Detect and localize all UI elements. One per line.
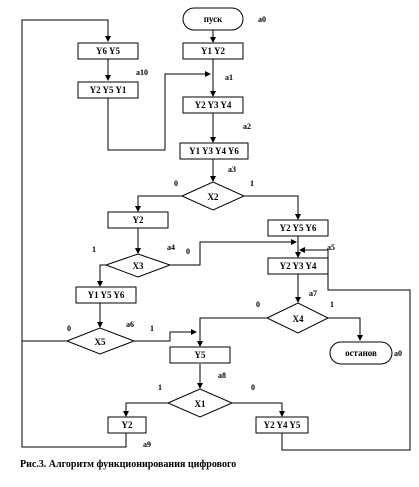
op-y1y2-text: Y1 Y2 (201, 46, 225, 56)
state-a9: a9 (143, 440, 151, 449)
op-y2y5y1-text: Y2 Y5 Y1 (90, 85, 127, 95)
x1-yes-label: 1 (158, 383, 162, 392)
op-y5-text: Y5 (195, 350, 206, 360)
connector-a9-loop (21, 341, 127, 448)
connector-x3-no (170, 239, 297, 266)
cond-x1 (166, 388, 234, 418)
op-y2y5y1 (77, 81, 139, 99)
x1-no-label: 0 (251, 383, 255, 392)
branch-labels: 0 1 1 0 0 1 0 1 1 0 (67, 179, 334, 392)
op-y2y3y4-mid-text: Y2 Y3 Y4 (280, 261, 317, 271)
op-y2-left (107, 211, 169, 229)
cond-x2 (180, 181, 246, 211)
x4-no-label: 0 (256, 300, 260, 309)
op-y1y5y6-text: Y1 Y5 Y6 (88, 290, 125, 300)
start-terminal: пуск (182, 7, 244, 31)
stop-label: останов (345, 348, 377, 358)
state-a10: a10 (136, 68, 148, 77)
connector-a10-to-a1 (107, 71, 211, 151)
x3-no-label: 0 (186, 247, 190, 256)
connector-x4-no (199, 317, 267, 332)
state-labels: a0 a1 a2 a3 a4 a5 a6 a7 a8 a9 a10 a0 (126, 15, 402, 449)
op-y2y3y4-mid (267, 257, 329, 275)
op-y2-bottom-text: Y2 (122, 420, 133, 430)
op-y2y3y4-top (182, 96, 244, 114)
state-a0-top: a0 (258, 15, 266, 24)
condition-texts: X2 X3 X4 X5 X1 (95, 192, 304, 409)
op-y5 (169, 346, 231, 364)
connector-a0-loop (281, 247, 411, 451)
op-y1y3y4y6-text: Y1 Y3 Y4 Y6 (189, 146, 239, 156)
state-a5: a5 (327, 243, 335, 252)
cond-x4 (265, 302, 330, 334)
connector-x1-yes (123, 402, 168, 417)
connector-x2-yes (244, 195, 301, 220)
op-y6y5 (77, 42, 139, 60)
op-y2y4y5-text: Y2 Y4 Y5 (264, 420, 301, 430)
x5-no-label: 0 (67, 324, 71, 333)
op-y1y5y6 (75, 286, 137, 304)
cond-x3 (104, 253, 172, 278)
state-a8: a8 (218, 371, 226, 380)
x5-yes-label: 1 (150, 324, 154, 333)
connector-x3-yes (97, 264, 106, 287)
connector-x5-no-loop (21, 19, 111, 342)
x3-yes-label: 1 (92, 245, 96, 254)
connector-x5-yes (134, 329, 197, 342)
cond-x5 (65, 327, 136, 355)
op-y2-bottom (107, 416, 147, 434)
x2-yes-label: 1 (250, 179, 254, 188)
state-a6: a6 (126, 320, 134, 329)
op-y2-left-text: Y2 (133, 215, 144, 225)
state-a0-stop: a0 (394, 349, 402, 358)
state-a1: a1 (225, 73, 233, 82)
condition-diamonds (65, 181, 330, 418)
op-y1y3y4y6 (179, 142, 249, 160)
connector-lines (21, 19, 411, 451)
op-y2y4y5 (255, 416, 309, 434)
cond-x4-text: X4 (293, 314, 304, 324)
connector-x1-no (232, 402, 285, 417)
connector-x2-no (135, 195, 182, 212)
op-y2y3y4-top-text: Y2 Y3 Y4 (195, 100, 232, 110)
cond-x3-text: X3 (133, 261, 144, 271)
state-a3: a3 (228, 165, 236, 174)
state-a2: a2 (243, 122, 251, 131)
figure-caption: Рис.3. Алгоритм функционирования цифрово… (20, 459, 237, 470)
stop-terminal: останов (329, 341, 393, 365)
state-a7: a7 (309, 289, 317, 298)
cond-x5-text: X5 (95, 337, 106, 347)
x2-no-label: 0 (174, 179, 178, 188)
state-a4: a4 (167, 243, 175, 252)
start-label: пуск (204, 14, 223, 24)
operator-texts: Y6 Y5 Y2 Y5 Y1 Y1 Y2 Y2 Y3 Y4 Y1 Y3 Y4 Y… (88, 46, 317, 430)
operator-boxes (75, 42, 329, 434)
connector-x4-yes (328, 317, 363, 341)
cond-x2-text: X2 (208, 192, 219, 202)
op-y1y2 (182, 42, 244, 60)
x4-yes-label: 1 (330, 300, 334, 309)
cond-x1-text: X1 (195, 399, 206, 409)
op-y2y5y6 (267, 219, 329, 237)
op-y6y5-text: Y6 Y5 (96, 46, 120, 56)
op-y2y5y6-text: Y2 Y5 Y6 (280, 223, 317, 233)
